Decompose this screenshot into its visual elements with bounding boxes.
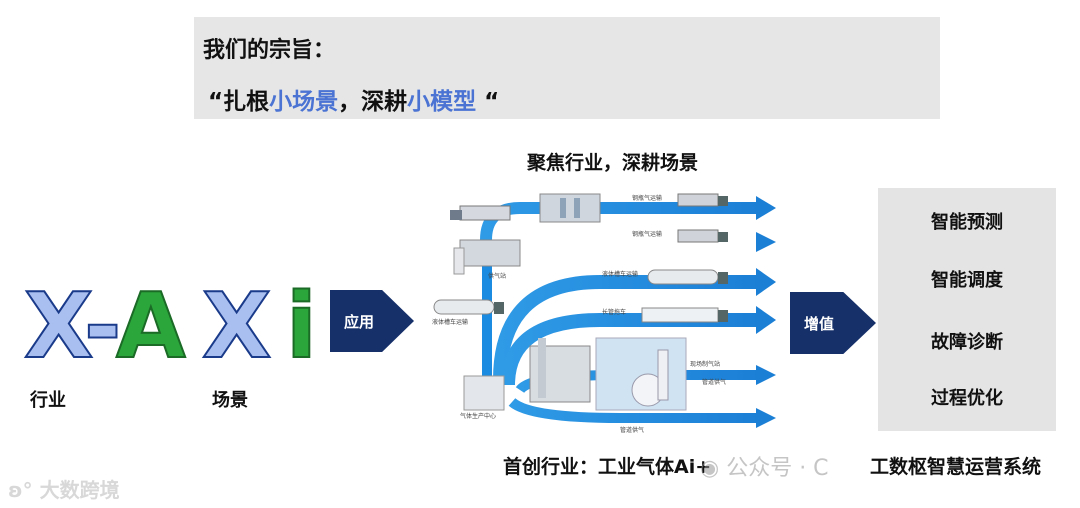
- letter-a: A: [115, 274, 187, 379]
- flow-label-1: 钢瓶气运输: [632, 194, 662, 202]
- flow-label-6: 管道供气: [620, 426, 644, 434]
- tube-trailer-icon: [641, 307, 728, 323]
- letter-dash: -: [83, 274, 122, 379]
- motto-highlight-model: 小模型: [407, 89, 477, 115]
- flow-path-6: [508, 397, 758, 423]
- apply-label: 应用: [344, 312, 375, 331]
- flow-arrowhead-2: [756, 232, 776, 252]
- supply-station-label: 供气站: [488, 272, 506, 280]
- truck-icon: [450, 205, 511, 221]
- watermark-logo-icon: ʚ°: [8, 478, 33, 502]
- capability-process-optimization: 过程优化: [931, 388, 1003, 409]
- motto-title: 我们的宗旨：: [203, 38, 336, 63]
- watermark-left: ʚ° 大数跨境: [8, 474, 120, 503]
- watermark-center: ◉ 公众号 · C: [700, 450, 829, 482]
- flow-arrowhead-5: [756, 365, 776, 385]
- flow-arrowhead-3: [756, 268, 776, 296]
- production-plant-icon: [463, 338, 591, 411]
- tanker-truck-icon-1: [647, 269, 728, 285]
- focus-title: 聚焦行业，深耕场景: [527, 152, 699, 174]
- motto-quote: “扎根小场景，深耕小模型 “: [208, 82, 499, 116]
- supply-station-icon: [453, 239, 521, 275]
- tanker-transport-label: 液体槽车运输: [432, 318, 468, 326]
- system-name-caption: 工数枢智慧运营系统: [870, 456, 1042, 478]
- capability-smart-forecast: 智能预测: [931, 212, 1003, 233]
- letter-x-2: X: [201, 274, 272, 379]
- letter-x-1: X: [23, 274, 94, 379]
- system-capabilities-box: [878, 188, 1056, 431]
- first-industry-caption: 首创行业：工业气体Ai+: [503, 456, 712, 478]
- flow-label-5: 管道供气: [702, 378, 726, 386]
- gas-supply-flow-diagram: 钢瓶气运输 钢瓶气运输 液体槽车运输 长管拖车 管道供气 管道供气 供气站 液体…: [432, 193, 776, 434]
- flow-label-2: 钢瓶气运输: [632, 230, 662, 238]
- gasification-station-label: 现场制气站: [690, 360, 720, 368]
- flow-arrowhead-6: [756, 408, 776, 428]
- storage-building-icon: [539, 193, 601, 223]
- cylinder-truck-icon-1: [677, 193, 728, 207]
- motto-highlight-scene: 小场景: [269, 89, 339, 115]
- apply-arrow: 应用: [330, 290, 414, 352]
- flow-arrowhead-1: [756, 196, 776, 220]
- quote-close: “: [476, 89, 500, 115]
- flow-label-4: 长管拖车: [602, 308, 626, 316]
- motto-box: [194, 17, 940, 119]
- label-scene: 场景: [212, 390, 248, 411]
- flow-arrowhead-4: [756, 306, 776, 334]
- motto-part-3: ，深耕: [338, 89, 408, 115]
- tanker-truck-icon-2: [433, 299, 504, 315]
- flow-path-3: [493, 275, 758, 381]
- watermark-center-text: 公众号 · C: [726, 456, 829, 481]
- label-industry: 行业: [30, 390, 66, 411]
- wechat-icon: ◉: [700, 456, 727, 481]
- gasification-station-photo: [595, 337, 687, 411]
- capability-smart-dispatch: 智能调度: [931, 270, 1003, 291]
- letter-i: i: [285, 274, 318, 379]
- motto-part-1: 扎根: [223, 89, 270, 115]
- capability-fault-diagnosis: 故障诊断: [931, 332, 1003, 353]
- cylinder-truck-icon-2: [677, 229, 728, 243]
- value-add-label: 增值: [804, 314, 835, 333]
- flow-path-4: [501, 313, 758, 386]
- production-center-label: 气体生产中心: [460, 412, 496, 420]
- watermark-left-text: 大数跨境: [39, 478, 120, 502]
- flow-label-3: 液体槽车运输: [602, 270, 638, 278]
- value-add-arrow: 增值: [790, 292, 876, 354]
- quote-open: “: [208, 89, 224, 115]
